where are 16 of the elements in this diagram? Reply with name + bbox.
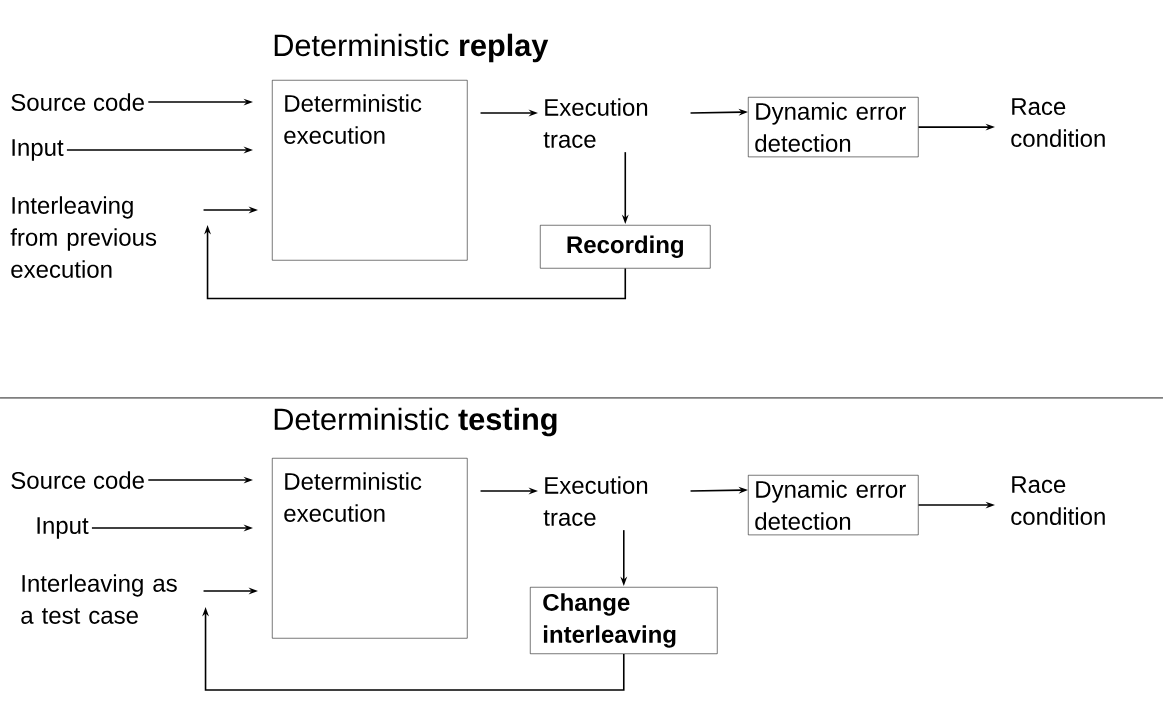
process-box: Recording (540, 225, 711, 269)
process-box: Deterministic execution (272, 80, 468, 261)
input-label: Input (12, 139, 64, 161)
process-box: Deterministic execution (272, 458, 468, 639)
output-label: Execution trace (543, 98, 648, 148)
process-box: Change interleaving (530, 587, 718, 654)
process-box: Dynamic error detection (748, 97, 919, 158)
output-label: Race condition (1011, 98, 1105, 147)
process-box: Dynamic error detection (748, 475, 919, 536)
input-label: Input (37, 517, 89, 539)
input-label: Interleaving as a test case (21, 574, 177, 624)
input-label: Source code (11, 93, 144, 111)
input-label: Source code (11, 471, 144, 489)
output-label: Race condition (1011, 476, 1105, 525)
input-label: Interleaving from previous execution (10, 196, 157, 278)
output-label: Execution trace (543, 476, 648, 526)
